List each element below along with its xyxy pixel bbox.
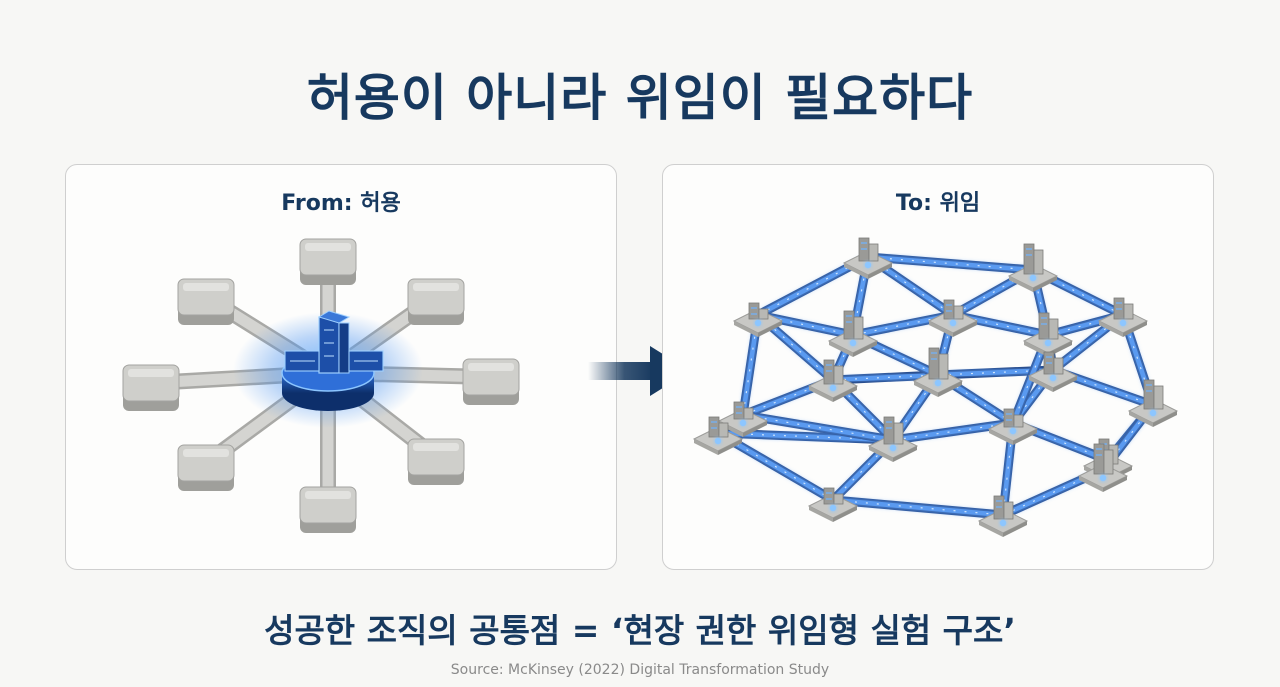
- mesh-link: [832, 497, 1004, 518]
- mesh-nodes: [692, 237, 1179, 537]
- to-panel: To: 위임: [662, 164, 1214, 570]
- mesh-link-spark: [1002, 422, 1014, 516]
- mesh-node-building: [1077, 443, 1129, 492]
- mesh-link-spark: [1012, 334, 1049, 424]
- mesh-node-building: [987, 408, 1039, 445]
- from-panel: From: 허용: [65, 164, 617, 570]
- hq-building-icon: [284, 310, 384, 374]
- summary-statement: 성공한 조직의 공통점 = ‘현장 권한 위임형 실험 구조’: [264, 611, 1016, 650]
- mesh-link-spark: [937, 374, 1014, 424]
- mesh-network-diagram: [692, 237, 1179, 537]
- mesh-node-building: [807, 359, 859, 402]
- mesh-link-spark: [892, 422, 1014, 441]
- spoke-node-block: [407, 278, 465, 325]
- spoke-node-block: [122, 364, 180, 411]
- spoke-node-block: [177, 444, 235, 491]
- mesh-link-spark: [1052, 314, 1124, 371]
- mesh-link: [832, 372, 939, 383]
- spoke-node-block: [177, 278, 235, 325]
- spoke-node-block: [299, 238, 357, 285]
- mesh-link: [742, 412, 894, 443]
- to-panel-label: To: 위임: [895, 191, 981, 216]
- spoke-node-block: [462, 358, 520, 405]
- hub-spoke-diagram: [122, 238, 520, 533]
- mesh-node-building: [827, 310, 879, 357]
- mesh-node-building: [1097, 297, 1149, 337]
- mesh-link-spark: [852, 334, 939, 376]
- central-hub: [233, 310, 423, 428]
- spoke-node-block: [407, 438, 465, 485]
- mesh-link: [867, 254, 1034, 273]
- mesh-node-building: [717, 401, 769, 437]
- mesh-node-building: [732, 302, 784, 337]
- page-title: 허용이 아니라 위임이 필요하다: [306, 69, 974, 127]
- spoke-node-block: [299, 486, 357, 533]
- mesh-node-building: [842, 237, 894, 279]
- mesh-node-building: [1027, 351, 1079, 392]
- mesh-node-building: [977, 495, 1029, 537]
- mesh-node-building: [807, 487, 859, 522]
- spoke-nodes: [122, 238, 520, 533]
- mesh-node-building: [912, 347, 964, 397]
- mesh-node-building: [1127, 379, 1179, 427]
- source-citation: Source: McKinsey (2022) Digital Transfor…: [450, 662, 830, 678]
- mesh-link-spark: [952, 269, 1034, 316]
- mesh-node-building: [867, 416, 919, 462]
- from-panel-label: From: 허용: [281, 191, 401, 216]
- mesh-node-building: [927, 299, 979, 337]
- mesh-node-building: [1007, 243, 1059, 292]
- mesh-link-spark: [1052, 369, 1154, 406]
- mesh-node-building: [692, 416, 744, 455]
